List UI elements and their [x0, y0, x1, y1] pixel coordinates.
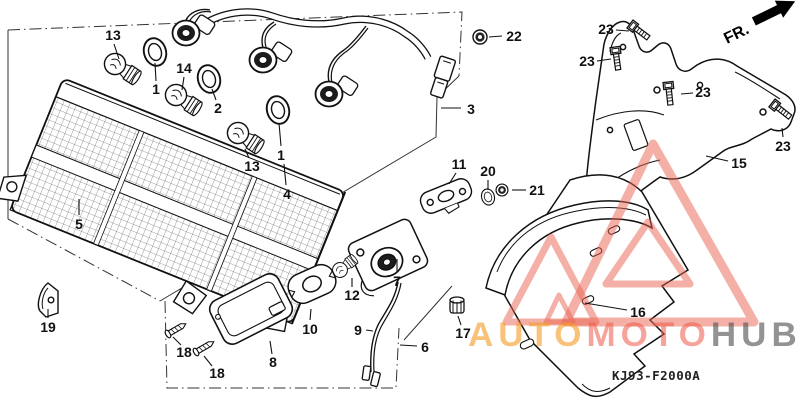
part-code: KJ93-F2000A: [612, 368, 701, 383]
license-light-gasket: [287, 263, 337, 305]
tail-bulb: [160, 79, 206, 120]
tail-bulb: [99, 48, 145, 89]
socket-gasket-ring: [262, 92, 294, 128]
license-light-screw: [191, 337, 217, 358]
front-direction-arrow: FR.: [721, 0, 796, 48]
license-light-housing: [347, 218, 429, 297]
fr-label: FR.: [721, 21, 752, 48]
socket-gasket-ring: [139, 34, 171, 70]
taillight-unit: [0, 79, 347, 333]
rear-fender-front-piece: [485, 200, 654, 297]
license-light-bracket-gasket: [419, 178, 473, 214]
assembly-box-license-light: [164, 285, 453, 389]
hex-nut: [472, 29, 488, 45]
watermark-text: AUTOMOTOHUB: [468, 317, 800, 351]
bulb-socket: [314, 74, 360, 108]
taillight-wire-harness: [185, 8, 432, 84]
harness-connector: [429, 55, 457, 99]
license-gasket-ring: [479, 186, 497, 208]
socket-gasket-ring: [193, 61, 225, 97]
license-light-screw: [163, 319, 189, 340]
taillight-clip: [37, 282, 59, 318]
hex-nut: [495, 183, 509, 197]
license-light-wire: [361, 281, 402, 388]
watermark-logo-triangles: [502, 139, 759, 327]
knurled-nut: [449, 296, 465, 314]
watermark-segment: AUTO: [468, 315, 587, 354]
watermark-segment: HUB: [710, 315, 800, 354]
arrow-icon: [751, 0, 796, 26]
watermark-segment: MOTO: [586, 315, 711, 354]
bulb-socket: [248, 40, 294, 74]
license-light-cover: [208, 273, 294, 345]
